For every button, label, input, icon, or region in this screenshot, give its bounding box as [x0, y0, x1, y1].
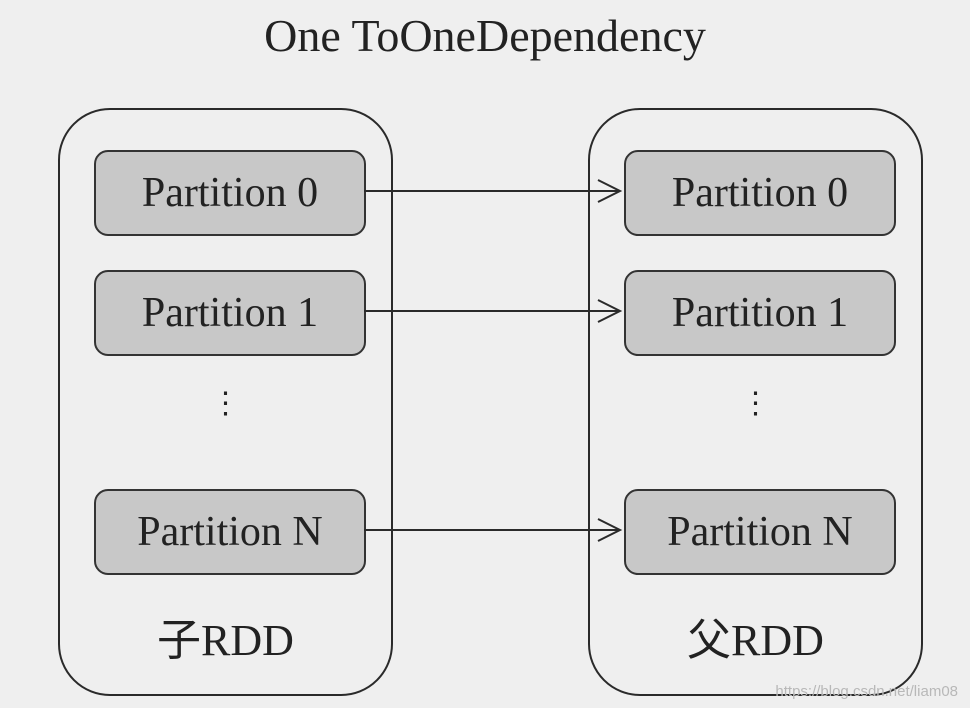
parent-partition-1: Partition 1	[624, 270, 896, 356]
child-ellipsis: ⋮	[210, 387, 241, 420]
watermark: https://blog.csdn.net/liam08	[775, 683, 958, 700]
parent-rdd-label: 父RDD	[687, 616, 824, 665]
parent-rdd-box: Partition 0 Partition 1 ⋮ Partition N 父R…	[588, 108, 923, 696]
diagram-title: One ToOneDependency	[264, 10, 706, 61]
parent-partition-0: Partition 0	[624, 150, 896, 236]
parent-partition-n: Partition N	[624, 489, 896, 575]
child-partition-0: Partition 0	[94, 150, 366, 236]
child-partition-1: Partition 1	[94, 270, 366, 356]
parent-ellipsis: ⋮	[740, 387, 771, 420]
child-rdd-box: Partition 0 Partition 1 ⋮ Partition N 子R…	[58, 108, 393, 696]
child-rdd-label: 子RDD	[157, 616, 294, 665]
child-partition-n: Partition N	[94, 489, 366, 575]
